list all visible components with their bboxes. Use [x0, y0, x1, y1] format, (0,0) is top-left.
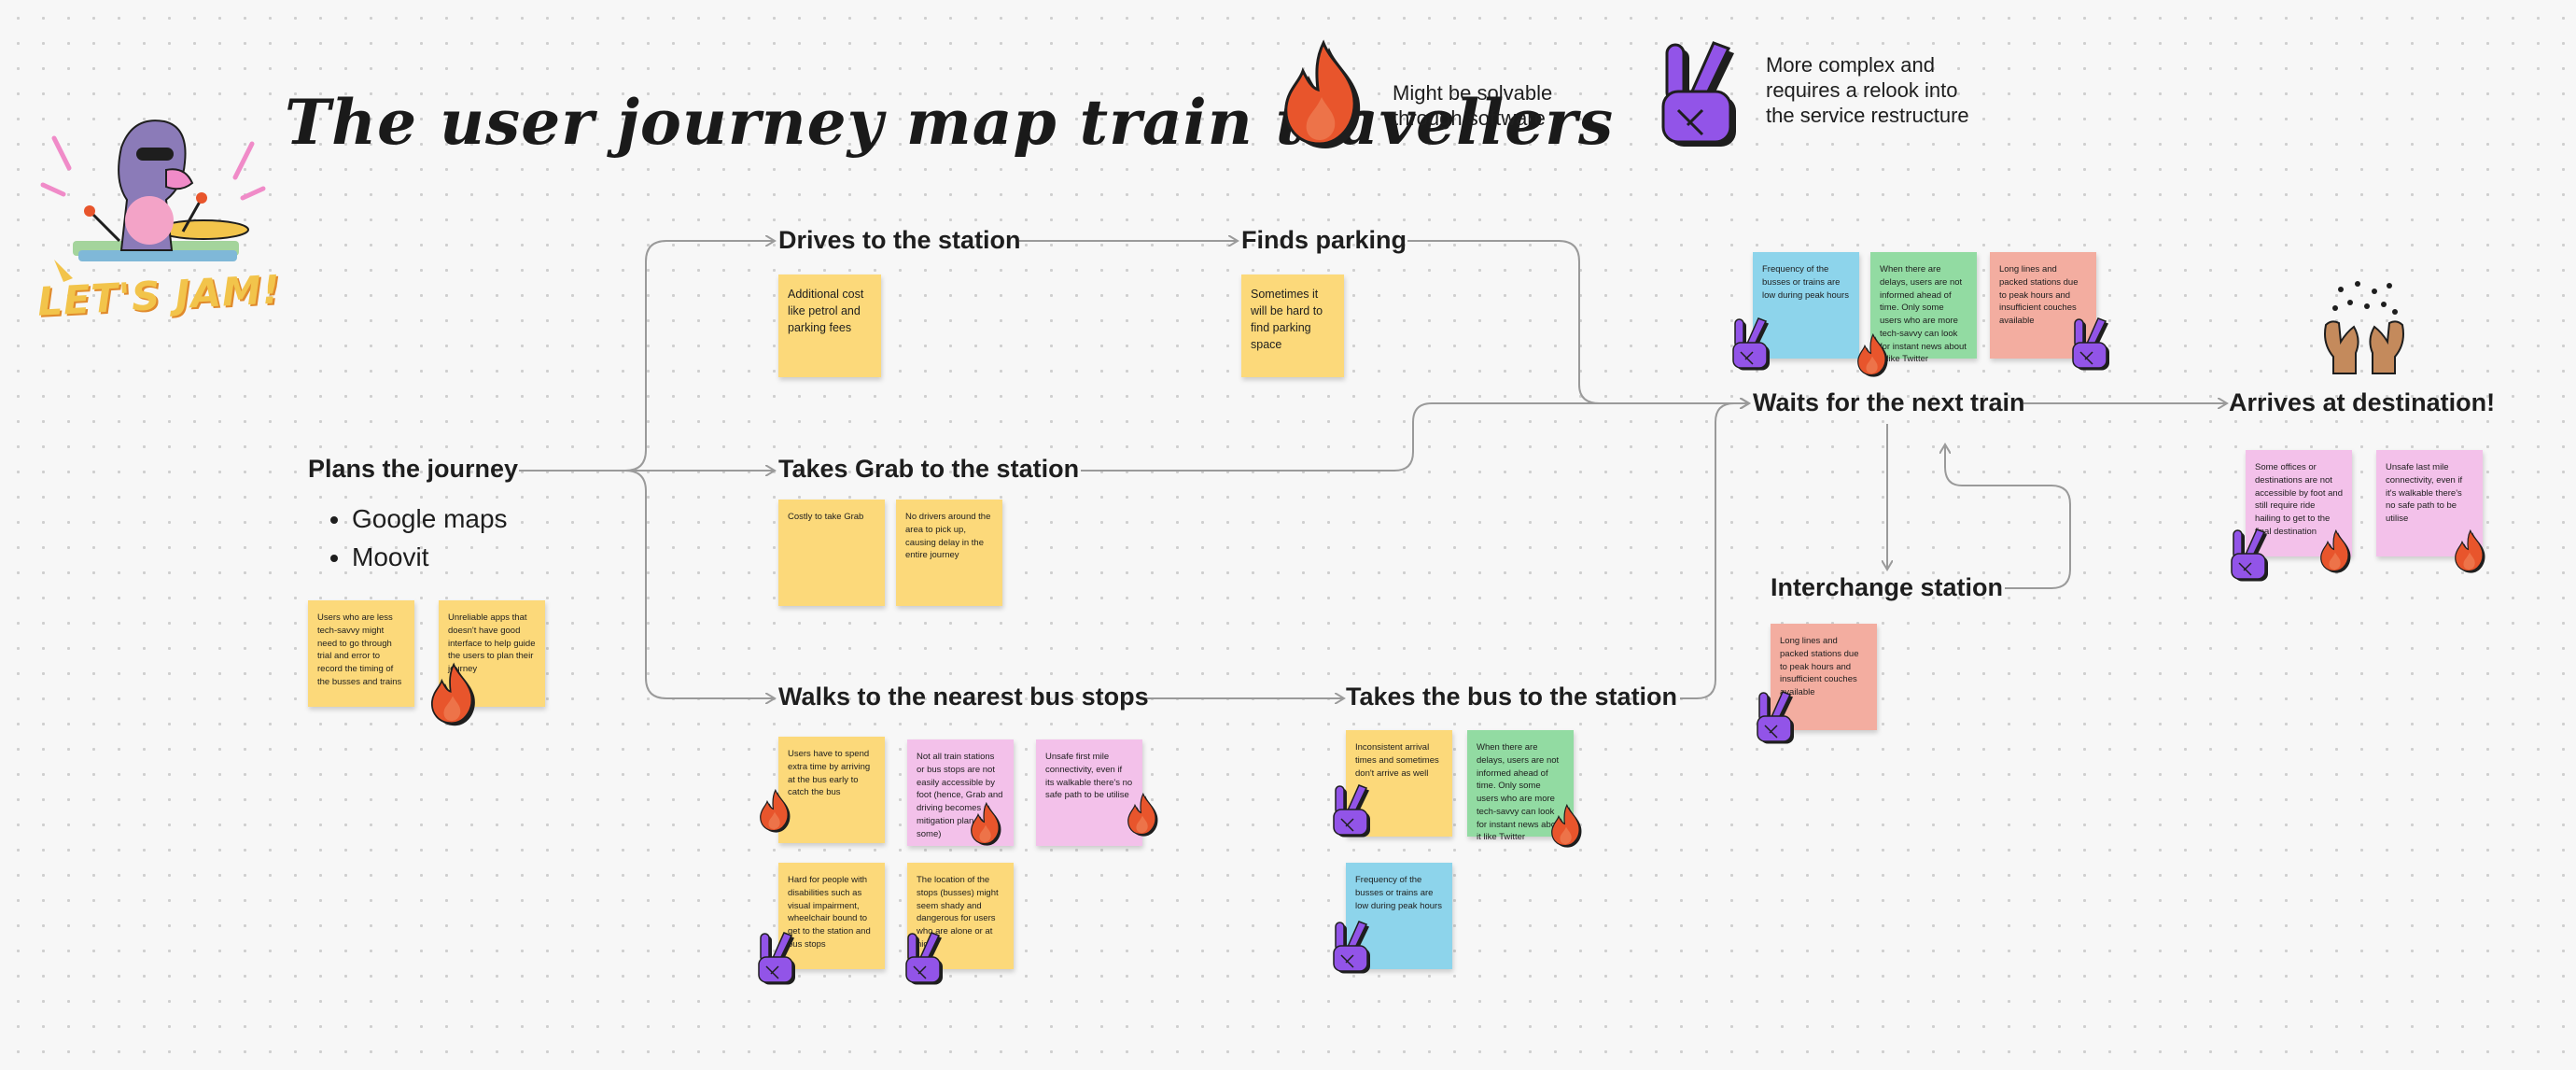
fire-icon: [756, 788, 793, 833]
node-takes-bus: Takes the bus to the station: [1346, 683, 1678, 711]
node-walks: Walks to the nearest bus stops: [778, 683, 1149, 711]
node-waits-train: Waits for the next train: [1753, 388, 2025, 416]
sticky-note[interactable]: Long lines and packed stations due to pe…: [1990, 252, 2096, 359]
sticky-note[interactable]: Unsafe last mile connectivity, even if i…: [2376, 450, 2483, 556]
legend-hand-text: More complex and requires a relook into …: [1766, 53, 1969, 127]
bullet-item: Moovit: [352, 538, 508, 576]
node-interchange: Interchange station: [1771, 573, 2004, 601]
fire-icon: [967, 801, 1004, 846]
sticky-note[interactable]: Users who are less tech-savvy might need…: [308, 600, 414, 707]
fire-icon: [426, 661, 480, 726]
bullet-item: Google maps: [352, 500, 508, 538]
node-finds-parking: Finds parking: [1241, 226, 1407, 254]
node-plans-journey: Plans the journey: [308, 455, 519, 483]
sticky-note[interactable]: Frequency of the busses or trains are lo…: [1753, 252, 1859, 359]
peace-hand-icon: [1727, 316, 1773, 372]
sticky-note[interactable]: Costly to take Grab: [778, 500, 885, 606]
peace-hand-icon: [1327, 782, 1374, 838]
node-takes-grab: Takes Grab to the station: [778, 455, 1080, 483]
sticky-note[interactable]: Sometimes it will be hard to find parkin…: [1241, 275, 1344, 377]
connector-bus-waits: [1680, 403, 1749, 699]
node-arrives: Arrives at destination!: [2229, 388, 2496, 416]
sticky-note[interactable]: Additional cost like petrol and parking …: [778, 275, 881, 377]
peace-hand-icon: [1751, 689, 1798, 745]
peace-hand-icon: [1327, 919, 1374, 975]
lets-jam-logo: [35, 110, 269, 334]
fire-icon: [1547, 803, 1585, 848]
sticky-note[interactable]: Unsafe first mile connectivity, even if …: [1036, 739, 1142, 846]
connector-parking-waits: [1407, 240, 1749, 403]
sticky-note[interactable]: When there are delays, users are not inf…: [1870, 252, 1977, 364]
connector-grab-waits: [1081, 403, 1749, 472]
fire-icon: [2317, 528, 2354, 573]
connector-interchange-waits: [1945, 444, 2071, 589]
peace-hand-icon: [900, 930, 946, 986]
sticky-note[interactable]: Hard for people with disabilities such a…: [778, 863, 885, 969]
sticky-note[interactable]: Users have to spend extra time by arrivi…: [778, 737, 885, 843]
legend-fire-text: Might be solvable through software: [1393, 81, 1553, 130]
connector-plans-drives: [519, 241, 775, 472]
connector-plans-walks: [519, 470, 775, 698]
plans-bullet-list: Google maps Moovit: [322, 500, 508, 576]
peace-hand-icon: [1650, 37, 1743, 149]
peace-hand-icon: [752, 930, 799, 986]
sticky-note[interactable]: Long lines and packed stations due to pe…: [1771, 624, 1877, 730]
peace-hand-icon: [2225, 527, 2272, 583]
fire-icon: [1275, 37, 1368, 149]
celebrating-hands-icon: [2313, 278, 2415, 375]
sticky-note[interactable]: No drivers around the area to pick up, c…: [896, 500, 1002, 606]
fire-icon: [2451, 528, 2488, 573]
page-title: The user journey map train travellers: [285, 86, 1615, 159]
peace-hand-icon: [2066, 316, 2113, 372]
fire-icon: [1124, 792, 1161, 837]
sticky-note[interactable]: When there are delays, users are not inf…: [1467, 730, 1574, 842]
node-drives: Drives to the station: [778, 226, 1021, 254]
fire-icon: [1854, 332, 1891, 377]
